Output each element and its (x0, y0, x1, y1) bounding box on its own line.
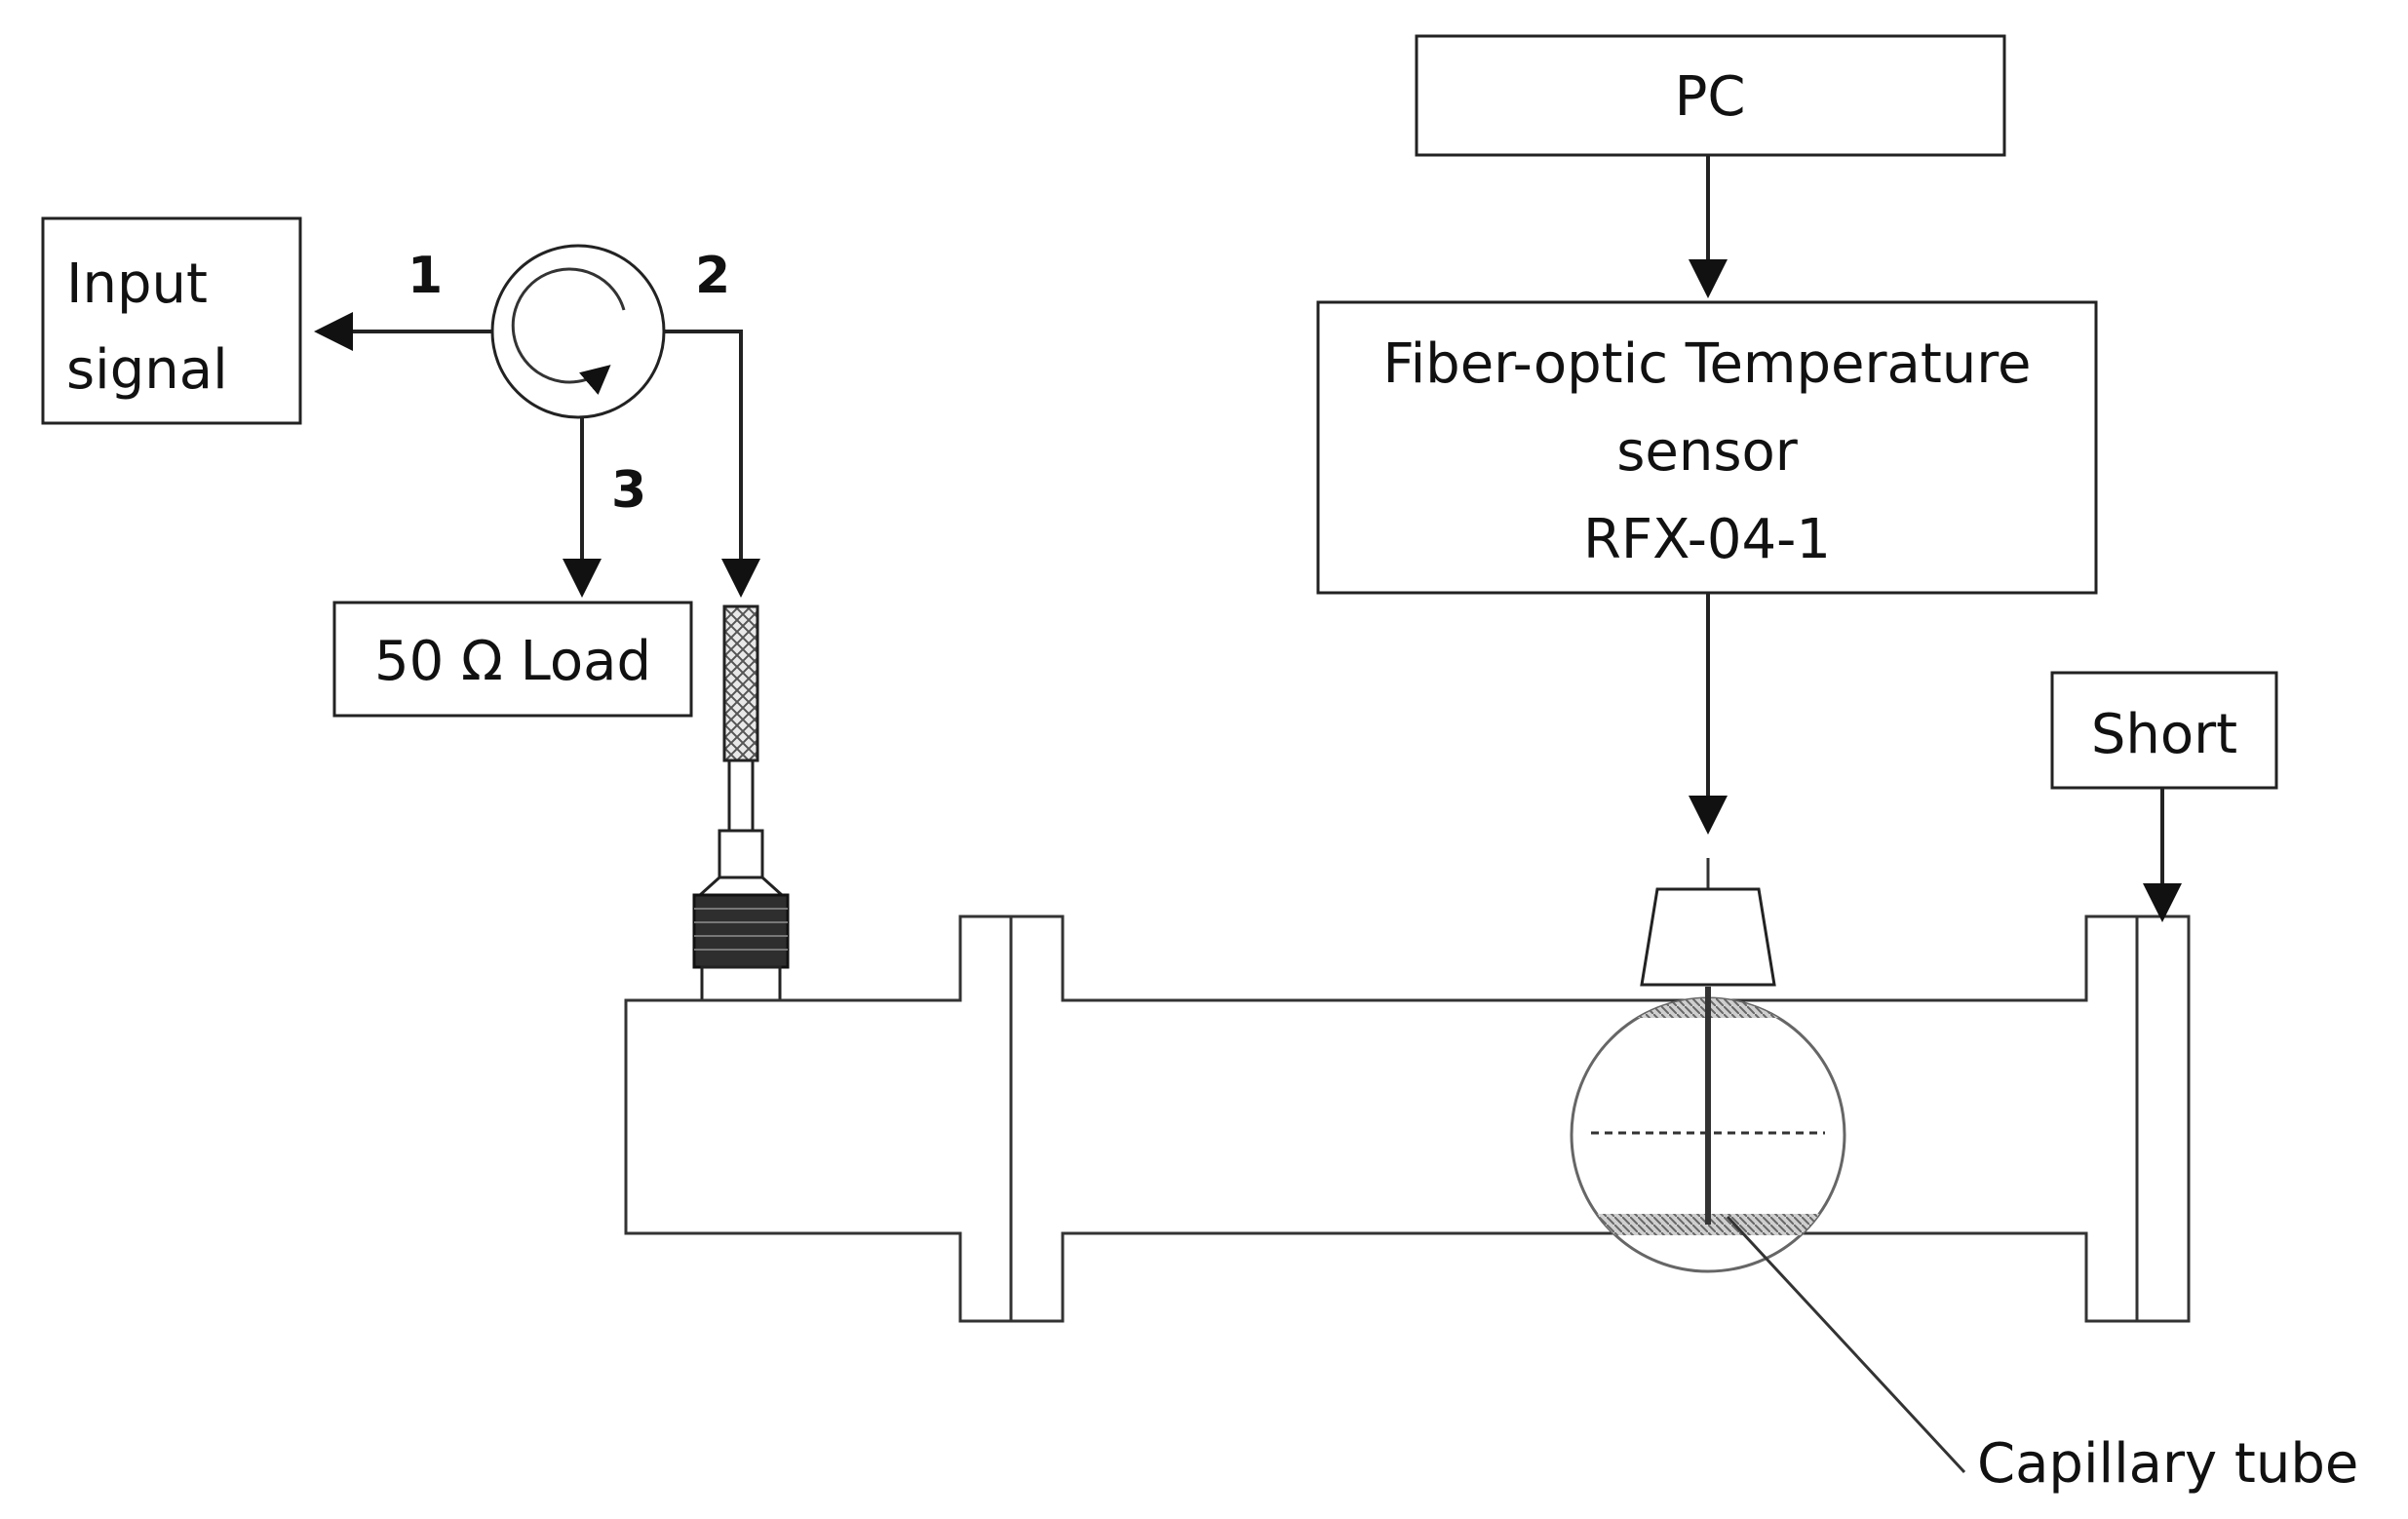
pc-label: PC (1675, 65, 1746, 129)
port2-label: 2 (695, 247, 730, 305)
capillary-label: Capillary tube (1977, 1432, 2358, 1496)
port3-label: 3 (611, 461, 646, 520)
short-label: Short (2091, 703, 2237, 766)
circulator (490, 244, 666, 419)
input-signal-box: Input signal (41, 216, 302, 425)
load-label: 50 Ω Load (374, 630, 651, 693)
circulator-rotation-icon (511, 267, 626, 395)
input-label-line1: Input (66, 253, 208, 316)
load-box: 50 Ω Load (332, 601, 693, 718)
waveguide (624, 915, 2191, 1323)
input-label-line2: signal (66, 338, 228, 402)
pc-box: PC (1415, 34, 2006, 157)
sensor-label-line1: Fiber-optic Temperature (1382, 332, 2031, 396)
sensor-label-line2: sensor (1616, 420, 1799, 484)
short-box: Short (2050, 671, 2278, 790)
coax-cable (722, 604, 759, 833)
port1-label: 1 (408, 247, 443, 305)
port2-line (664, 330, 760, 598)
temperature-sensor-box: Fiber-optic Temperature sensor RFX-04-1 (1316, 300, 2098, 595)
coax-connector (692, 829, 790, 1002)
capillary-callout-line (1726, 1215, 1966, 1474)
probe-holder (1640, 858, 1776, 987)
sensor-label-line3: RFX-04-1 (1583, 508, 1831, 571)
